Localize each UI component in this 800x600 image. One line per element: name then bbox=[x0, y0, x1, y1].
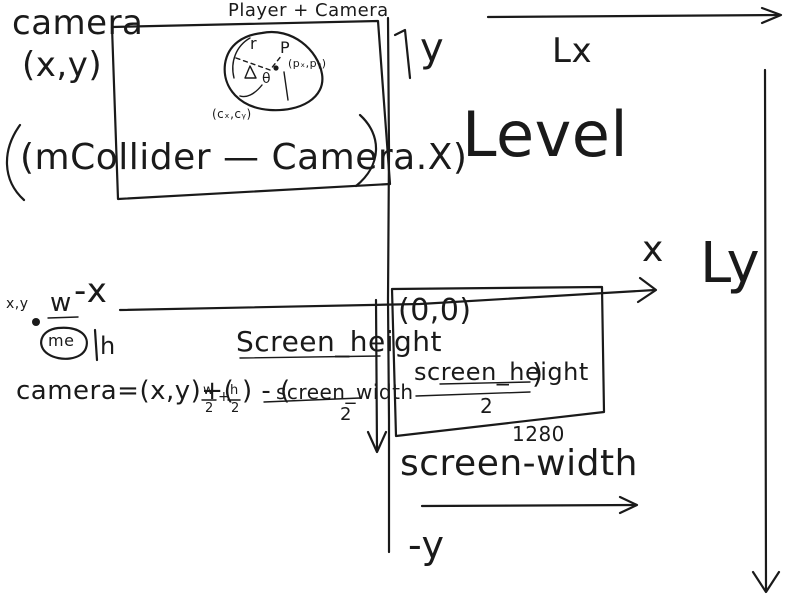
right-y-axis-line bbox=[763, 68, 768, 592]
w-underline bbox=[47, 316, 79, 319]
screen-rectangle bbox=[390, 285, 606, 438]
formula-camera-prefix: camera=(x,y)+( bbox=[16, 376, 235, 406]
formula-h-numerator: h bbox=[230, 383, 239, 398]
formula-screen-width: screen_width bbox=[276, 380, 414, 404]
screen-width-value: 1280 bbox=[512, 422, 565, 446]
right-y-axis-arrowhead bbox=[751, 570, 781, 594]
center-dot bbox=[273, 65, 279, 71]
point-p-coords: (pₓ,pᵧ) bbox=[288, 57, 327, 70]
collider-left-paren bbox=[5, 123, 26, 202]
screen-height-left-underline bbox=[239, 355, 381, 359]
collider-expression: (mCollider — Camera.X) bbox=[20, 137, 468, 178]
formula-w-numerator: w bbox=[203, 383, 215, 398]
screen-height-underline bbox=[439, 381, 531, 385]
screen-width-arrow-line bbox=[420, 503, 638, 508]
neg-x-label: -x bbox=[74, 271, 108, 311]
me-anchor-dot bbox=[32, 318, 40, 326]
formula-h-denominator: 2 bbox=[231, 401, 240, 416]
camera-label: camera bbox=[12, 3, 144, 43]
h-label: h bbox=[100, 332, 116, 360]
top-y-bracket bbox=[393, 28, 412, 80]
h-bar bbox=[93, 328, 99, 362]
right-x-axis-label: x bbox=[642, 229, 664, 270]
frac-bar-screen-height bbox=[415, 391, 531, 397]
formula-minus-open: ) - ( bbox=[242, 376, 291, 406]
radius-label: r bbox=[250, 34, 258, 53]
theta-label: θ bbox=[262, 71, 272, 87]
theta-triangle bbox=[244, 65, 257, 79]
point-p-label: P bbox=[280, 38, 291, 57]
player-camera-label: Player + Camera bbox=[228, 0, 389, 21]
player-circle bbox=[223, 30, 324, 112]
player-circle-inner-arc bbox=[232, 37, 251, 79]
w-label: w bbox=[50, 288, 72, 318]
circle-center-label: (cₓ,cᵧ) bbox=[212, 107, 252, 121]
screen-height-left-label: Screen_height bbox=[236, 325, 443, 358]
top-y-axis-label: y bbox=[420, 25, 445, 71]
formula-screen-height-denominator: 2 bbox=[480, 394, 494, 418]
vertical-divider-line bbox=[386, 16, 391, 554]
screen-height-arrow-line bbox=[374, 298, 379, 452]
player-circle-hook bbox=[239, 84, 263, 98]
formula-screen-width-denominator: 2 bbox=[340, 404, 352, 425]
player-circle-stem bbox=[283, 71, 289, 101]
formula-screen-height: screen_height bbox=[414, 358, 589, 386]
frac-bar-screen-width bbox=[263, 397, 361, 403]
me-label: me bbox=[48, 331, 75, 350]
screen-width-arrowhead bbox=[618, 495, 639, 515]
middle-x-axis-arrowhead bbox=[636, 276, 658, 304]
screen-width-label: screen-width bbox=[400, 443, 638, 484]
formula-plus: + bbox=[218, 389, 231, 405]
origin-label: (0,0) bbox=[398, 293, 472, 328]
me-circle bbox=[40, 326, 88, 360]
ly-label: Ly bbox=[700, 231, 761, 296]
me-xy-label: x,y bbox=[6, 296, 29, 312]
formula-close-paren: ) bbox=[532, 357, 544, 390]
neg-y-label: -y bbox=[408, 523, 445, 567]
radius-dashed-line bbox=[235, 54, 283, 71]
formula-w-denominator: 2 bbox=[205, 401, 214, 416]
lx-label: Lx bbox=[552, 31, 593, 71]
screen-height-arrowhead bbox=[366, 430, 388, 454]
camera-xy-label: (x,y) bbox=[22, 45, 103, 85]
top-x-axis-line bbox=[486, 13, 782, 19]
collider-right-paren bbox=[354, 113, 378, 188]
middle-x-axis-line bbox=[118, 288, 657, 312]
top-x-axis-arrowhead bbox=[760, 6, 783, 25]
camera-rectangle bbox=[110, 19, 392, 201]
level-label: Level bbox=[462, 98, 629, 171]
